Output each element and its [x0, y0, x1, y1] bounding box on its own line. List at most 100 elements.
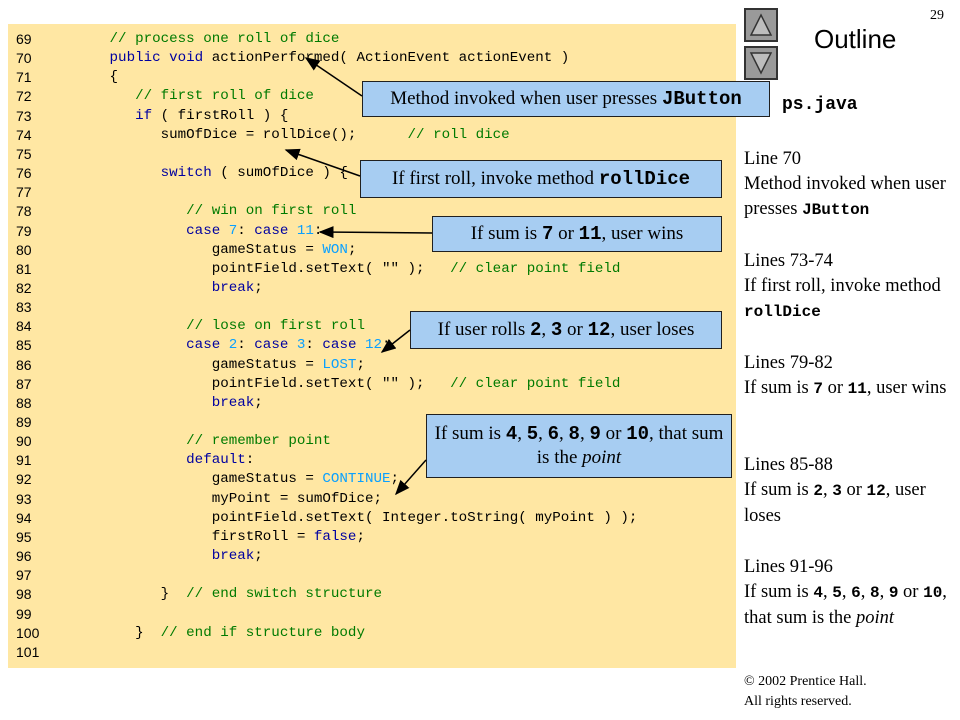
text-run: 4	[505, 423, 518, 445]
code-token: case	[186, 222, 221, 239]
code-line: 90 // remember point	[8, 432, 736, 451]
text-run: Method invoked when user presses	[744, 174, 946, 219]
code-text: {	[84, 68, 119, 87]
code-token: case	[322, 337, 357, 354]
code-text: case 2: case 3: case 12:	[84, 336, 391, 355]
text-run: If user rolls	[437, 319, 530, 340]
copyright-line-1: © 2002 Prentice Hall.	[744, 674, 867, 689]
text-run: 8	[869, 584, 880, 602]
code-token	[84, 223, 186, 239]
code-line: 92 gameStatus = CONTINUE;	[8, 470, 736, 489]
text-run: 7	[541, 223, 554, 245]
text-run: 9	[589, 423, 601, 445]
text-run: or	[898, 582, 924, 602]
code-line: 85 case 2: case 3: case 12:	[8, 336, 736, 355]
code-token: case	[186, 337, 221, 354]
code-text: switch ( sumOfDice ) {	[84, 164, 348, 183]
text-run: or	[553, 223, 579, 244]
text-run: 7	[813, 380, 823, 398]
line-number: 78	[16, 203, 32, 220]
text-run: ,	[822, 582, 833, 602]
code-text: } // end switch structure	[84, 585, 382, 604]
code-line: 79 case 7: case 11:	[8, 222, 736, 241]
line-number: 87	[16, 375, 32, 392]
text-run: ,	[541, 319, 551, 340]
file-name: ps.java	[782, 95, 858, 115]
code-text: } // end if structure body	[84, 624, 365, 643]
code-line: 94 pointField.setText( Integer.toString(…	[8, 509, 736, 528]
code-line: 101	[8, 643, 736, 662]
code-token	[84, 108, 135, 124]
code-line: 80 gameStatus = WON;	[8, 241, 736, 260]
code-text: pointField.setText( "" ); // clear point…	[84, 260, 621, 279]
code-token: 7	[228, 222, 238, 239]
line-number: 98	[16, 586, 32, 603]
text-run: Method invoked when user presses	[390, 88, 662, 109]
code-token: // win on first roll	[84, 203, 357, 220]
code-token: {	[84, 69, 119, 86]
code-text: // lose on first roll	[84, 317, 365, 336]
text-run: 11	[578, 223, 602, 245]
code-text: break;	[84, 547, 263, 566]
code-token: gameStatus =	[84, 471, 323, 488]
code-token: ;	[356, 528, 365, 545]
triangle-up-icon	[749, 13, 773, 36]
code-token: gameStatus =	[84, 356, 323, 373]
line-number: 71	[16, 69, 32, 86]
text-run: ,	[841, 582, 852, 602]
line-number: 101	[16, 643, 40, 660]
copyright: © 2002 Prentice Hall. All rights reserve…	[744, 672, 867, 712]
callout-method-invoked: Method invoked when user presses JButton	[362, 81, 770, 117]
code-line: 78 // win on first roll	[8, 202, 736, 221]
line-number: 90	[16, 433, 32, 450]
code-token: :	[313, 222, 323, 239]
line-number: 96	[16, 548, 32, 565]
code-token: pointField.setText( "" );	[84, 375, 451, 392]
code-text: pointField.setText( "" ); // clear point…	[84, 375, 621, 394]
code-token: }	[84, 624, 161, 641]
line-number: 74	[16, 126, 32, 143]
code-line: 81 pointField.setText( "" ); // clear po…	[8, 260, 736, 279]
next-slide-button[interactable]	[744, 46, 778, 80]
line-number: 80	[16, 241, 32, 258]
text-run: rollDice	[598, 168, 691, 190]
code-line: 88 break;	[8, 394, 736, 413]
text-run: or	[600, 423, 627, 444]
code-token: ( sumOfDice ) {	[211, 165, 348, 182]
text-run: 4	[813, 584, 823, 602]
code-token: :	[382, 337, 391, 354]
line-number: 75	[16, 145, 32, 162]
line-number: 77	[16, 184, 32, 201]
code-text: case 7: case 11:	[84, 222, 322, 241]
code-token: :	[237, 222, 255, 239]
code-token: public void	[109, 50, 204, 67]
line-number: 76	[16, 165, 32, 182]
text-run: , user loses	[744, 480, 926, 526]
text-run: Lines 91-96	[744, 557, 833, 577]
text-run: , that sum is the	[536, 423, 724, 468]
text-run: 5	[526, 423, 539, 445]
line-number: 85	[16, 337, 32, 354]
text-run: , that sum is the	[744, 582, 947, 628]
text-run: 6	[851, 584, 861, 602]
code-token: case	[254, 222, 289, 239]
code-line: 98 } // end switch structure	[8, 585, 736, 604]
code-token: // remember point	[84, 433, 331, 450]
code-token: default	[186, 452, 246, 469]
code-token: // end switch structure	[186, 586, 382, 603]
code-line: 82 break;	[8, 279, 736, 298]
text-run: ,	[579, 423, 590, 444]
code-line: 89	[8, 413, 736, 432]
text-run: or	[562, 319, 588, 340]
code-line: 69 // process one roll of dice	[8, 30, 736, 49]
text-run: ,	[860, 582, 870, 602]
code-token: // clear point field	[450, 375, 621, 392]
code-line: 93 myPoint = sumOfDice;	[8, 490, 736, 509]
code-token: 3	[296, 337, 306, 354]
text-run: ,	[538, 423, 548, 444]
line-number: 97	[16, 567, 32, 584]
previous-slide-button[interactable]	[744, 8, 778, 42]
